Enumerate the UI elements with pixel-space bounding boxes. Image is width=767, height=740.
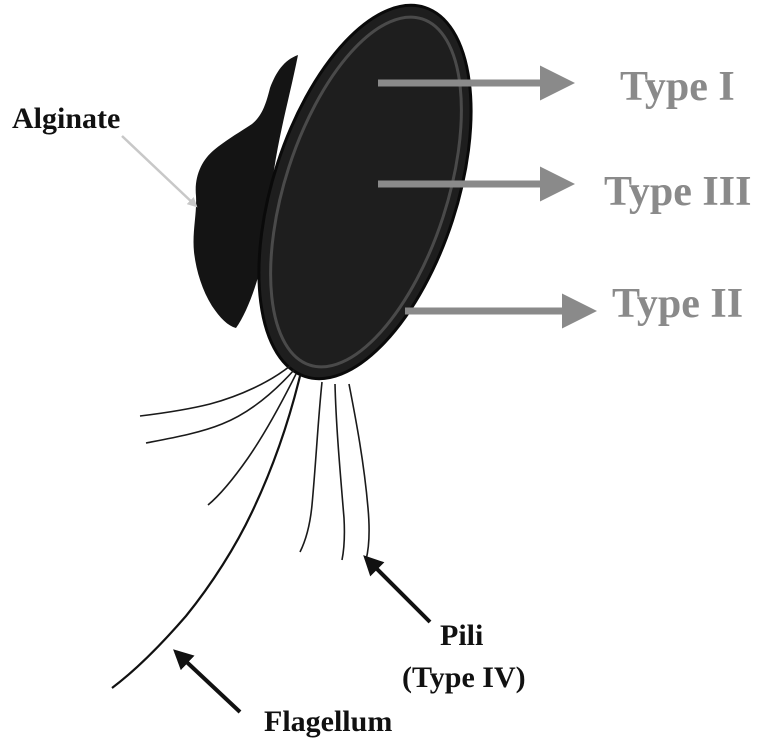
flagellum-label: Flagellum	[264, 705, 392, 738]
pilus-3	[208, 374, 296, 505]
pili-pointer	[366, 558, 430, 622]
pilus-2	[146, 370, 294, 443]
flagellum-line	[112, 376, 300, 688]
pilus-5	[335, 384, 344, 560]
pili	[140, 366, 369, 560]
pili-label: Pili	[440, 619, 483, 652]
pili-type-label: (Type IV)	[402, 661, 526, 694]
pilus-4	[300, 382, 322, 552]
pilus-6	[349, 384, 369, 560]
alginate-label: Alginate	[12, 102, 120, 135]
type-2-label: Type II	[612, 281, 743, 327]
type-1-label: Type I	[620, 64, 735, 110]
alginate-pointer	[122, 136, 196, 206]
type-3-label: Type III	[604, 169, 751, 215]
flagellum-pointer	[176, 652, 240, 712]
pilus-1	[140, 366, 290, 416]
